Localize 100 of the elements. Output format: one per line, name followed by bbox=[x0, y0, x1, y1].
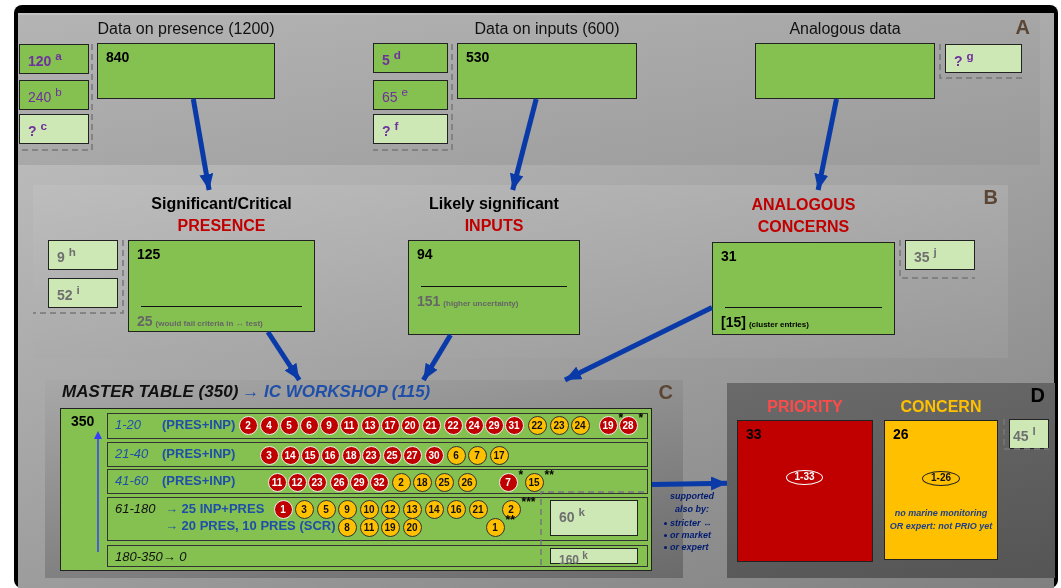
numbered-circle: 29 bbox=[349, 472, 369, 492]
arrow bbox=[190, 98, 214, 191]
note-text: (higher uncertainty) bbox=[443, 299, 519, 308]
numbered-circle: 16 bbox=[446, 499, 466, 519]
panel-background bbox=[727, 383, 1055, 578]
numbered-circle: 21 bbox=[468, 499, 488, 519]
numbered-circle: 29 bbox=[484, 415, 504, 435]
note-text: or market bbox=[670, 529, 712, 542]
numbered-circle: 20 bbox=[402, 517, 422, 537]
note-text: (would fail criteria in ↔ test) bbox=[155, 319, 263, 328]
count-text: 530 bbox=[466, 49, 490, 65]
numbered-circle: 3 bbox=[294, 499, 314, 519]
heading-text: → IC WORKSHOP (115) bbox=[242, 382, 431, 401]
table-row bbox=[107, 469, 648, 494]
numbered-circle: 1 bbox=[485, 517, 505, 537]
heading-text: Significant/Critical bbox=[151, 194, 292, 214]
panel-background bbox=[18, 15, 1040, 165]
numbered-circle: 31 bbox=[504, 415, 524, 435]
numbered-circle: 5 bbox=[279, 415, 299, 435]
data-box: 52 $^{i}$ bbox=[48, 278, 118, 308]
numbered-circle: 22 bbox=[527, 415, 547, 435]
footnote-mark: * bbox=[638, 411, 644, 424]
numbered-circle: 11 bbox=[359, 517, 379, 537]
count-text: 125 bbox=[137, 246, 161, 262]
numbered-circle: 24 bbox=[570, 415, 590, 435]
panel-letter: D bbox=[1030, 384, 1045, 407]
numbered-circle: 23 bbox=[361, 445, 381, 465]
numbered-circle: 4 bbox=[259, 415, 279, 435]
note-text: stricter ↔ bbox=[670, 517, 713, 530]
table-row bbox=[107, 442, 648, 467]
table-row bbox=[107, 497, 648, 541]
heading-text: INPUTS bbox=[464, 216, 524, 236]
data-box: ? $^{c}$ bbox=[19, 114, 89, 144]
row-text: 180-350→ 0 bbox=[115, 548, 187, 566]
row-text: 1-20 bbox=[115, 416, 142, 434]
note-text: supported also by: bbox=[669, 490, 715, 516]
numbered-circle: 19 bbox=[380, 517, 400, 537]
count-text: 840 bbox=[106, 49, 130, 65]
numbered-circle: 18 bbox=[341, 445, 361, 465]
numbered-circle: 19 bbox=[598, 415, 618, 435]
numbered-circle: 18 bbox=[412, 472, 432, 492]
numbered-circle: 24 bbox=[464, 415, 484, 435]
arrow bbox=[421, 333, 453, 382]
numbered-circle: 5 bbox=[316, 499, 336, 519]
arrow bbox=[509, 98, 539, 191]
row-text: (PRES+INP) bbox=[162, 472, 236, 490]
heading-text: MASTER TABLE (350) bbox=[62, 382, 239, 401]
data-box: 240 $^{b}$ bbox=[19, 80, 89, 110]
data-box: 45 $^{l}$ bbox=[1009, 419, 1049, 449]
note-text: no marine monitoring OR expert: not PRIO yet bbox=[889, 507, 993, 533]
footnote-mark: * bbox=[518, 468, 524, 481]
heading-text: Data on inputs (600) bbox=[474, 19, 620, 39]
table-row bbox=[107, 545, 648, 567]
row-text: 21-40 bbox=[115, 445, 149, 463]
numbered-circle: 9 bbox=[337, 499, 357, 519]
row-text: (PRES+INP) bbox=[162, 416, 236, 434]
numbered-circle: 13 bbox=[360, 415, 380, 435]
note-text: or expert bbox=[670, 541, 709, 554]
data-box: 120 $^{a}$ bbox=[19, 44, 89, 74]
numbered-circle: 6 bbox=[446, 445, 466, 465]
footnote-mark: ** bbox=[505, 513, 515, 526]
numbered-circle: 17 bbox=[380, 415, 400, 435]
data-box: 60 $^{k}$ bbox=[550, 500, 638, 536]
count-text: [15] bbox=[721, 314, 746, 330]
numbered-circle: 22 bbox=[443, 415, 463, 435]
note-text: (cluster entries) bbox=[748, 320, 809, 329]
count-text: 94 bbox=[417, 246, 433, 262]
count-text: 25 bbox=[137, 313, 153, 329]
numbered-circle: 11 bbox=[267, 472, 287, 492]
numbered-circle: 32 bbox=[369, 472, 389, 492]
numbered-circle: 7 bbox=[467, 445, 487, 465]
numbered-circle: 27 bbox=[402, 445, 422, 465]
numbered-circle: 12 bbox=[287, 472, 307, 492]
numbered-circle: 20 bbox=[400, 415, 420, 435]
heading-text: PRIORITY bbox=[767, 396, 843, 417]
arrow bbox=[265, 330, 302, 382]
arrow bbox=[814, 98, 839, 191]
count-text: 26 bbox=[893, 426, 909, 442]
numbered-circle: 23 bbox=[307, 472, 327, 492]
numbered-circle: 21 bbox=[421, 415, 441, 435]
count-text: 31 bbox=[721, 248, 737, 264]
panel-letter: C bbox=[658, 381, 673, 404]
table-row bbox=[107, 413, 648, 439]
numbered-circle: 15 bbox=[524, 472, 544, 492]
data-box: 9 $^{h}$ bbox=[48, 240, 118, 270]
numbered-circle: 13 bbox=[402, 499, 422, 519]
numbered-circle: 11 bbox=[339, 415, 359, 435]
numbered-circle: 2 bbox=[391, 472, 411, 492]
numbered-circle: 25 bbox=[434, 472, 454, 492]
count-text: 151 bbox=[417, 293, 441, 309]
heading-text: CONCERN bbox=[900, 396, 982, 417]
row-text: 61-180 bbox=[115, 500, 156, 518]
footnote-mark: *** bbox=[521, 495, 536, 508]
numbered-circle: 3 bbox=[259, 445, 279, 465]
numbered-circle: 8 bbox=[337, 517, 357, 537]
row-text: → 25 INP+PRES bbox=[165, 500, 265, 518]
numbered-circle: 26 bbox=[457, 472, 477, 492]
data-box: 35 $^{j}$ bbox=[905, 240, 975, 270]
numbered-circle: 1 bbox=[273, 499, 293, 519]
data-box: 65 $^{e}$ bbox=[373, 80, 448, 110]
